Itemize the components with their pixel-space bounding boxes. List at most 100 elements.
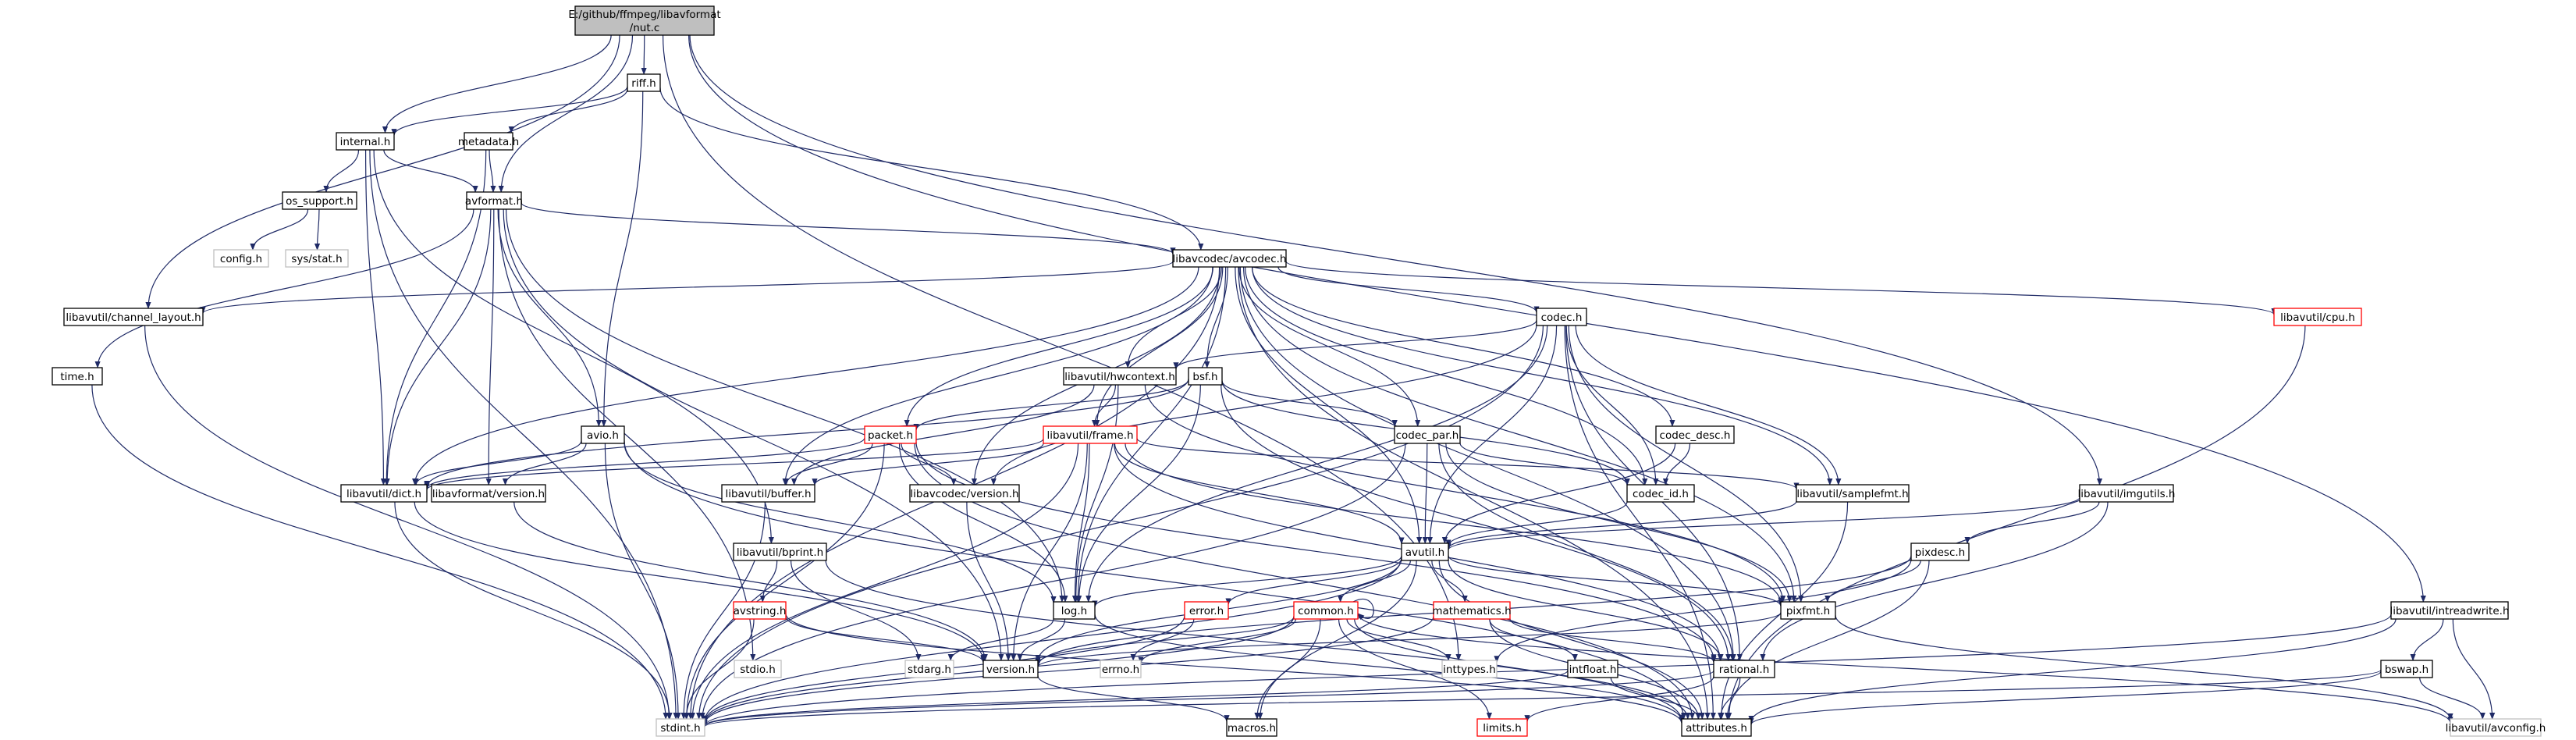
node-bsf[interactable]: bsf.h [1188,367,1223,386]
edge-hwcontext-to-log [1073,384,1119,603]
node-version[interactable]: version.h [982,660,1039,678]
node-codecid[interactable]: codec_id.h [1626,484,1695,503]
node-bswap[interactable]: bswap.h [2380,660,2433,678]
edge-internal-to-dict [364,149,387,486]
node-label: inttypes.h [1443,664,1496,676]
node-codec[interactable]: codec.h [1536,308,1587,326]
node-label: rational.h [1719,664,1770,676]
node-box [1184,601,1229,620]
node-intfloat[interactable]: intfloat.h [1567,660,1618,678]
edge-nut-to-riff [641,34,647,75]
edge-intreadwrite-to-bswap [2410,618,2444,661]
node-lavcver[interactable]: libavcodec/version.h [909,484,1020,503]
edge-common-to-macros [1254,618,1321,720]
node-samplefmt[interactable]: libavutil/samplefmt.h [1796,484,1910,503]
node-time[interactable]: time.h [52,367,103,386]
node-lavfver[interactable]: libavformat/version.h [431,484,546,503]
node-imgutils[interactable]: libavutil/imgutils.h [2078,484,2176,503]
node-inttypes[interactable]: inttypes.h [1441,660,1498,678]
edge-avutil-to-stdint [702,557,1402,723]
node-common[interactable]: common.h [1293,601,1359,620]
edge-riff-to-metadata [508,88,628,133]
node-error[interactable]: error.h [1184,601,1229,620]
node-avformat[interactable]: avformat.h [465,191,523,210]
node-bprint[interactable]: libavutil/bprint.h [733,543,827,561]
node-codecdesc[interactable]: codec_desc.h [1655,425,1735,444]
node-avcodec[interactable]: libavcodec/avcodec.h [1172,249,1287,268]
node-log[interactable]: log.h [1053,601,1096,620]
node-avutil[interactable]: avutil.h [1401,543,1449,561]
node-frame[interactable]: libavutil/frame.h [1043,425,1138,444]
node-rational[interactable]: rational.h [1713,660,1775,678]
edge-codec-to-hwcontext [1173,320,1537,370]
edge-avio-to-stdint [604,443,681,720]
edge-pixdesc-to-inttypes [1494,559,1912,664]
node-label: sys/stat.h [291,253,342,265]
node-buffer[interactable]: libavutil/buffer.h [721,484,815,503]
edge-codecpar-to-pixfmt [1445,443,1793,603]
edge-lavcver-to-version [966,501,1011,661]
node-macros[interactable]: macros.h [1226,718,1277,737]
node-cpu[interactable]: libavutil/cpu.h [2273,308,2362,326]
node-os_support[interactable]: os_support.h [282,191,357,210]
node-attributes[interactable]: attributes.h [1681,718,1752,737]
node-avconfig[interactable]: libavutil/avconfig.h [2446,718,2546,737]
node-label: bswap.h [2385,664,2429,676]
node-metadata[interactable]: metadata.h [458,132,519,151]
node-errno[interactable]: errno.h [1100,660,1142,678]
node-sysstat[interactable]: sys/stat.h [285,249,349,268]
edge-riff-to-avio [601,91,644,427]
edge-hwcontext-to-frame [1091,384,1117,427]
node-intreadwrite[interactable]: libavutil/intreadwrite.h [2389,601,2510,620]
node-internal[interactable]: internal.h [336,132,395,151]
node-box [52,367,103,386]
node-riff[interactable]: riff.h [627,73,661,92]
node-codecpar[interactable]: codec_par.h [1394,425,1461,444]
node-box [581,425,625,444]
node-label: avformat.h [465,195,523,208]
node-box [1293,601,1359,620]
edge-common-to-attributes [1354,618,1691,720]
node-packet[interactable]: packet.h [864,425,917,444]
edge-frame-to-version [1011,443,1088,661]
node-stdio[interactable]: stdio.h [734,660,782,678]
edge-codec-to-pixfmt [1568,325,1804,603]
node-nut[interactable]: E:/github/ffmpeg/libavformat/nut.c [568,5,721,36]
node-label: libavutil/channel_layout.h [66,311,201,324]
edge-chlayout-to-stdint [144,325,672,720]
node-label: log.h [1061,605,1087,617]
header-nodes: E:/github/ffmpeg/libavformat/nut.c riff.h… [52,5,2546,737]
edge-os_support-to-sysstat [314,208,321,251]
edge-riff-to-internal [391,86,628,137]
node-avio[interactable]: avio.h [581,425,625,444]
edge-avcodec-to-log [1075,266,1227,603]
node-limits[interactable]: limits.h [1476,718,1528,737]
node-pixdesc[interactable]: pixdesc.h [1910,543,1970,561]
edge-intreadwrite-to-stdint [702,614,2392,727]
edge-codecdesc-to-codecid [1662,443,1691,486]
node-box [627,73,661,92]
node-label: macros.h [1228,722,1276,735]
edge-common-to-avconfig [1357,614,2453,724]
edge-nut-to-imgutils [689,34,2103,486]
node-mathematics[interactable]: mathematics.h [1432,601,1512,620]
node-avstring[interactable]: avstring.h [733,601,787,620]
node-hwcontext[interactable]: libavutil/hwcontext.h [1063,367,1177,386]
node-stdint[interactable]: stdint.h [656,718,705,737]
node-chlayout[interactable]: libavutil/channel_layout.h [63,308,204,326]
edge-nut-to-chlayout [145,34,620,309]
edge-codec-to-avutil [1427,325,1558,544]
node-stdarg[interactable]: stdarg.h [904,660,954,678]
node-box [1567,660,1618,678]
node-config[interactable]: config.h [213,249,269,268]
node-box [864,425,917,444]
node-box [1713,660,1775,678]
edge-avio-to-attributes [624,440,1687,720]
edge-frame-to-buffer [812,443,1044,486]
node-label: stdint.h [660,722,700,735]
node-label: avstring.h [734,605,787,617]
edge-bprint-to-avstring [759,560,778,603]
node-box [1780,601,1836,620]
node-pixfmt[interactable]: pixfmt.h [1780,601,1836,620]
node-dict[interactable]: libavutil/dict.h [340,484,428,503]
